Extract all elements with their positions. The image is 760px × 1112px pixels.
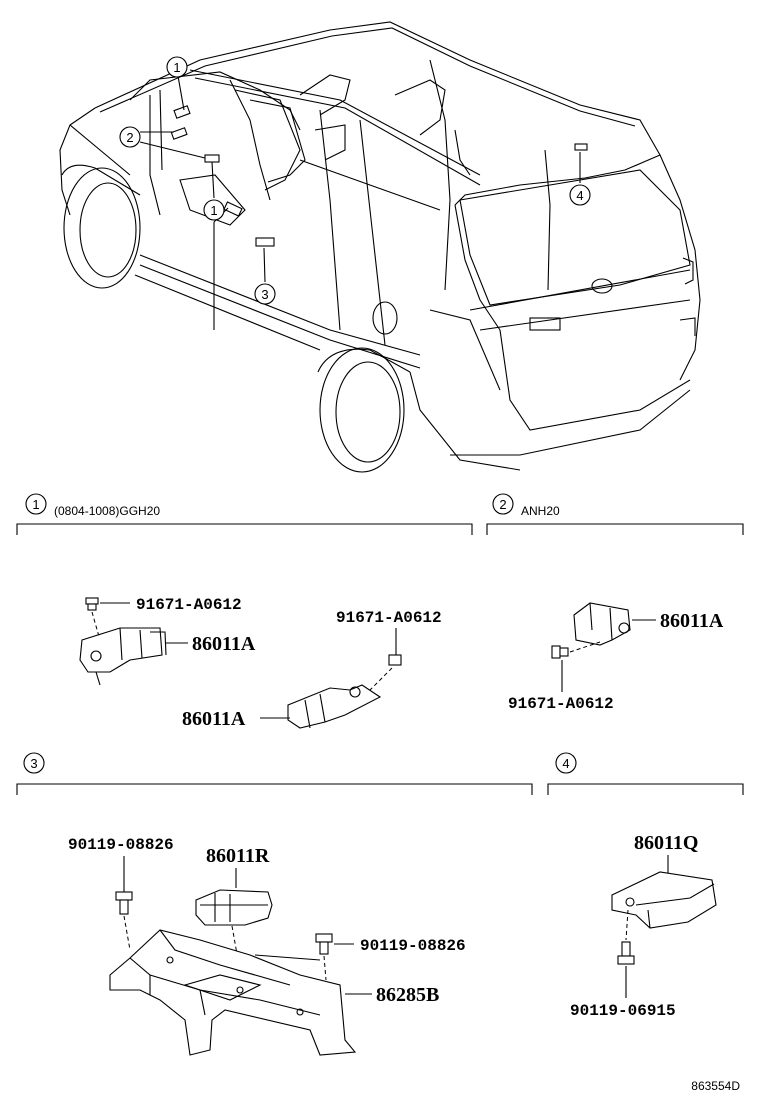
part-label-86011a: 86011A (660, 610, 724, 632)
sensor-86011a-b (260, 684, 382, 729)
callout-number: 2 (126, 130, 133, 145)
section-2-label: ANH20 (521, 504, 560, 518)
part-label-91671-a0612: 91671-A0612 (336, 609, 442, 627)
bolt-91671-a0612-b (369, 628, 402, 691)
section-2: 2 ANH20 86011A 91671-A0612 (486, 493, 744, 713)
callout-number: 1 (210, 203, 217, 218)
section-3-number: 3 (30, 756, 37, 771)
section-4-number: 4 (562, 756, 569, 771)
callout-3: 3 (254, 283, 276, 305)
section-1: 1 (0804-1008)GGH20 91671-A0612 86011A 91… (16, 493, 473, 730)
bolt-91671-a0612-anh20 (551, 641, 601, 692)
section-3-bracket (16, 783, 533, 795)
section-3: 3 90119-08826 86011R 90119-08826 (16, 752, 533, 1056)
section-4: 4 86011Q 90119-06915 (547, 752, 744, 1020)
section-4-bracket (547, 783, 744, 795)
diagram-id: 863554D (691, 1079, 740, 1093)
part-label-86011a: 86011A (192, 633, 256, 655)
part-label-86285b: 86285B (376, 984, 439, 1006)
bolt-90119-08826-left (115, 856, 133, 951)
callout-4: 4 (569, 184, 591, 206)
section-1-bracket (16, 523, 473, 535)
part-label-86011a: 86011A (182, 708, 246, 730)
callout-1-top: 1 (166, 56, 188, 78)
vehicle-illustration (59, 21, 701, 473)
sensor-86011q (611, 855, 717, 941)
callout-number: 4 (576, 188, 583, 203)
section-1-circle (25, 493, 47, 515)
sensor-86011a-anh20 (573, 602, 656, 646)
part-label-91671-a0612: 91671-A0612 (508, 695, 614, 713)
sensor-86011a-a (79, 627, 188, 686)
part-label-90119-06915: 90119-06915 (570, 1002, 676, 1020)
section-4-circle (555, 752, 577, 774)
section-2-bracket (486, 523, 744, 535)
part-label-91671-a0612: 91671-A0612 (136, 596, 242, 614)
part-label-86011r: 86011R (206, 845, 270, 867)
callout-1-bottom: 1 (203, 199, 225, 221)
section-2-number: 2 (499, 497, 506, 512)
part-label-90119-08826: 90119-08826 (360, 937, 466, 955)
callout-number: 1 (173, 60, 180, 75)
section-1-number: 1 (32, 497, 39, 512)
part-label-86011q: 86011Q (634, 832, 698, 854)
bracket-86285b (109, 929, 372, 1056)
part-label-90119-08826: 90119-08826 (68, 836, 174, 854)
section-1-label: (0804-1008)GGH20 (54, 504, 160, 518)
bolt-90119-08826-right (315, 933, 354, 981)
bolt-90119-06915 (617, 941, 635, 998)
section-2-circle (492, 493, 514, 515)
callout-number: 3 (261, 287, 268, 302)
callout-2: 2 (119, 126, 141, 148)
section-3-circle (23, 752, 45, 774)
